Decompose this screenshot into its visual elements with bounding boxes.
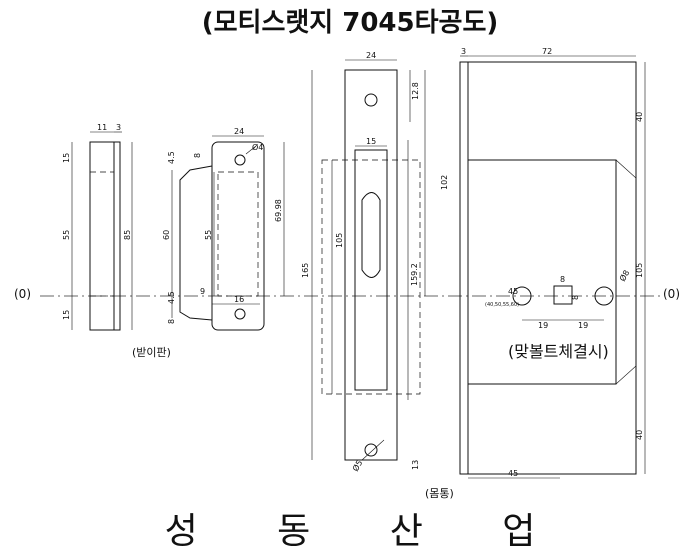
dim-body-40-bot: 40: [635, 430, 644, 440]
dim-face-4-5-top: 4.5: [167, 151, 176, 164]
body-caption: (몸통): [425, 487, 454, 500]
dim-front-dia5: Ø5: [350, 458, 364, 473]
dim-body-19-right: 19: [578, 321, 588, 330]
dim-side-85: 85: [123, 230, 132, 240]
strike-plate-side-view: 11 3 15 55 15 85: [62, 123, 133, 331]
dim-face-4-5-bot: 4.5: [167, 291, 176, 304]
dim-front-24: 24: [366, 51, 376, 60]
lock-body-view: 3 72 40 105 40 45 45 (40,50,55,60) 8 8 Ø…: [459, 47, 646, 479]
dim-side-3: 3: [116, 123, 121, 132]
dim-body-40-top: 40: [635, 112, 644, 122]
dim-front-102: 102: [440, 175, 449, 190]
strike-hole-bottom: [234, 308, 246, 320]
dim-face-55: 55: [204, 230, 213, 240]
faceplate-screw-bottom: [364, 443, 378, 457]
dim-body-45-backset: 45: [508, 287, 518, 296]
strike-hole-top: [234, 154, 246, 166]
dim-side-15-top: 15: [62, 153, 71, 163]
dim-body-dia8: Ø8: [617, 268, 631, 283]
strike-plate-caption: (받이판): [132, 346, 171, 359]
dim-face-16: 16: [234, 295, 244, 304]
dim-side-11: 11: [97, 123, 107, 132]
strike-plate-face-view: 24 8 4.5 Ø4 60 55 69.98 4.5 9 16 8: [162, 127, 285, 331]
dim-face-8-top: 8: [193, 153, 202, 158]
bolt-note-caption: (맞볼트체결시): [508, 342, 609, 361]
axis-label-right: (0): [663, 287, 680, 301]
dim-face-9: 9: [200, 287, 205, 296]
faceplate-front-view: 24 12.8 15 102 165 105 159.2 Ø5 13: [301, 51, 449, 473]
dim-face-69-98: 69.98: [274, 199, 283, 222]
faceplate-screw-top: [364, 93, 378, 107]
backset-note: (40,50,55,60): [485, 302, 519, 308]
dim-front-165: 165: [301, 263, 310, 278]
dim-front-15: 15: [366, 137, 376, 146]
spindle-hole: [512, 286, 532, 306]
dim-body-8-h: 8: [571, 295, 580, 300]
dim-front-12-8: 12.8: [411, 82, 420, 100]
dim-front-159-2: 159.2: [410, 263, 419, 286]
cylinder-hole: [594, 286, 614, 306]
dim-side-55: 55: [62, 230, 71, 240]
square-spindle-hole: [553, 285, 573, 305]
drawing-title: (모티스랫지 7045타공도): [201, 8, 499, 38]
dim-body-3: 3: [461, 47, 466, 56]
dim-body-8-w: 8: [560, 275, 565, 284]
dim-face-dia4: Ø4: [252, 142, 263, 152]
dim-front-13: 13: [411, 460, 420, 470]
latch-profile: [361, 192, 381, 278]
axis-label-left: (0): [14, 287, 31, 301]
dim-face-8-bot: 8: [167, 319, 176, 324]
dim-front-105: 105: [335, 233, 344, 248]
dim-body-72: 72: [542, 47, 552, 56]
dim-body-45-bottom: 45: [508, 469, 518, 478]
company-name: 성 동 산 업: [164, 511, 570, 552]
dim-side-15-bot: 15: [62, 310, 71, 320]
dim-face-60: 60: [162, 230, 171, 240]
dim-face-24: 24: [234, 127, 244, 136]
dim-body-105: 105: [635, 263, 644, 278]
dim-body-19-left: 19: [538, 321, 548, 330]
